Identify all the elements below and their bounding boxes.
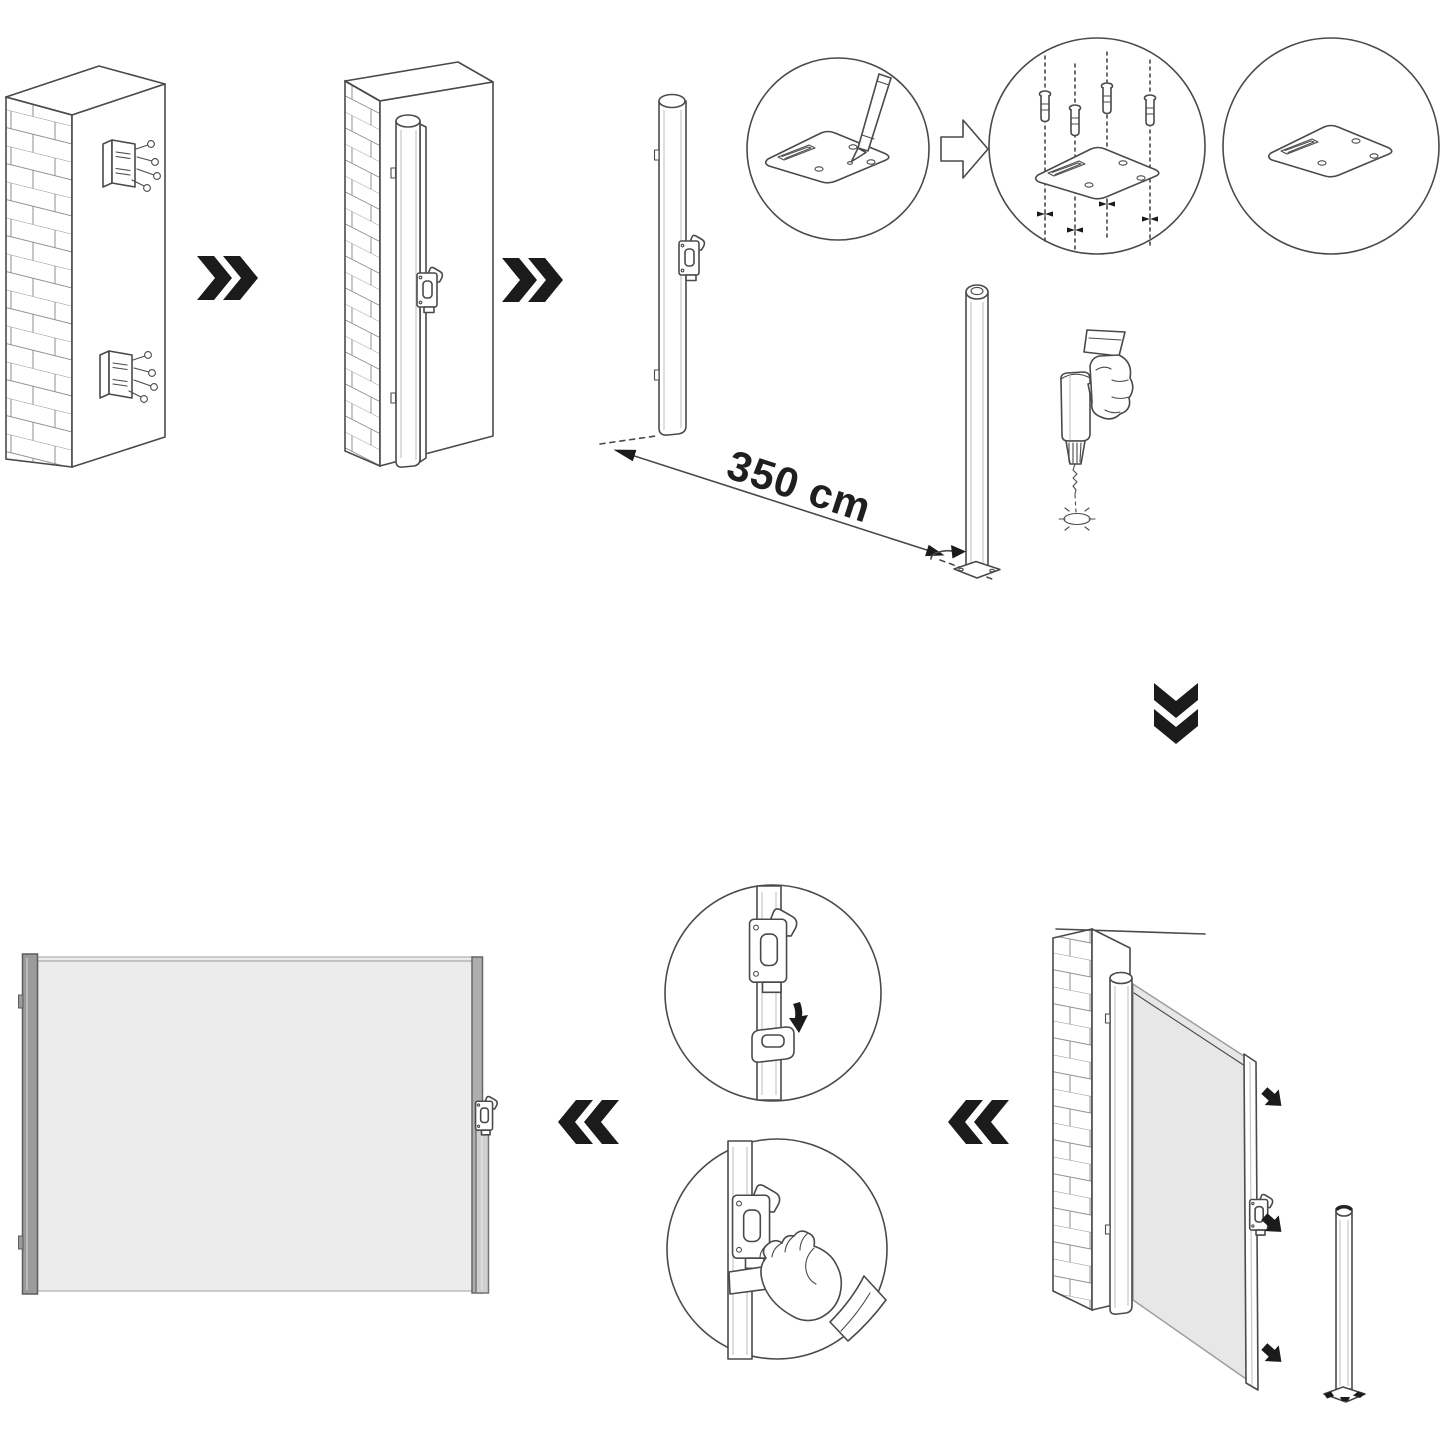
- anchor-bolt-icon: [1143, 94, 1157, 127]
- detail-circle-insert-anchors: [989, 38, 1205, 254]
- drill-into-floor: [1059, 330, 1133, 530]
- post-top-receiver: [752, 1027, 794, 1062]
- measurement-label: 350 cm: [722, 441, 878, 532]
- post-base-plate: [954, 562, 1000, 579]
- chevron-down-icon: [1154, 683, 1198, 744]
- anchor-bolt-icon: [1068, 104, 1082, 137]
- arrowhead-left: [613, 449, 637, 462]
- sleeve: [830, 1276, 886, 1341]
- rotate-arrow-icon: [931, 551, 955, 559]
- awning-fabric: [36, 956, 475, 1292]
- cassette-bar: [21, 953, 39, 1295]
- anchor-bolt-icon: [1038, 90, 1052, 123]
- pull-direction-arrow-icon: [1257, 1338, 1289, 1370]
- cassette-top-cap: [1110, 973, 1132, 984]
- front-post: [966, 292, 988, 568]
- step1-wall-with-brackets: [5, 66, 165, 468]
- detail-circle-mark-holes: [747, 58, 929, 240]
- chevron-right-icon: [197, 256, 258, 300]
- brick-wall-face: [5, 95, 73, 468]
- wall-top-edge: [1056, 929, 1205, 934]
- brick-wall-face: [1052, 927, 1093, 1312]
- mount-pin: [655, 370, 660, 380]
- pull-direction-arrow-icon: [1257, 1082, 1289, 1114]
- front-post: [1336, 1211, 1352, 1389]
- mount-pin: [1106, 1225, 1111, 1234]
- cassette-standalone: [655, 95, 706, 436]
- arrowhead-right: [925, 544, 945, 557]
- front-post-on-plate: [1324, 1205, 1365, 1402]
- chevron-left-icon: [948, 1100, 1009, 1144]
- mount-pin: [1106, 1014, 1111, 1023]
- flow-arrow-right-icon: [941, 120, 988, 178]
- mount-pin: [391, 393, 396, 403]
- arm-cuff: [1084, 330, 1125, 356]
- mount-pin: [391, 168, 396, 178]
- hand-gripping-handle: [760, 1231, 886, 1341]
- mount-pin: [18, 1235, 24, 1250]
- drill-bit: [1073, 464, 1077, 494]
- detail-circle-plate-placed: [1223, 38, 1439, 254]
- mount-pin: [18, 994, 24, 1009]
- mount-pin: [655, 150, 660, 160]
- awning-cassette: [396, 121, 420, 467]
- anchor-bolt-icon: [1100, 82, 1114, 115]
- drill-point-mark: [1059, 508, 1095, 530]
- step3-distance-and-floor-plate: 350 cm: [600, 38, 1439, 579]
- marker-pen-icon: [848, 74, 891, 164]
- awning-cassette: [1110, 978, 1132, 1314]
- pull-handle-icon: [678, 234, 706, 282]
- chevron-right-icon: [502, 258, 563, 302]
- pull-handle-icon: [474, 1095, 498, 1136]
- step4-pull-out-awning: [1052, 927, 1365, 1402]
- wall-side-face: [72, 84, 165, 467]
- step2-cassette-mounted: [344, 62, 493, 468]
- cassette-top-cap: [659, 95, 685, 108]
- detail-circle-grip-handle: [667, 1139, 887, 1359]
- step6-extended-awning: [18, 953, 498, 1295]
- slide-down-arrow-icon: [789, 1002, 808, 1033]
- distance-measurement: 350 cm: [600, 436, 992, 579]
- hand-on-drill: [1090, 355, 1133, 419]
- post-top-cap: [966, 285, 988, 299]
- detail-circle: [989, 38, 1205, 254]
- front-post-on-plate: [931, 285, 1000, 578]
- awning-fabric: [1132, 982, 1250, 1383]
- step5-lock-handle-details: [665, 885, 887, 1359]
- brick-wall-face: [344, 79, 381, 468]
- detail-circle-slide-handle-down: [665, 885, 881, 1101]
- chevron-left-icon: [558, 1100, 619, 1144]
- cassette-top-cap: [396, 115, 420, 127]
- drill-body: [1061, 372, 1090, 441]
